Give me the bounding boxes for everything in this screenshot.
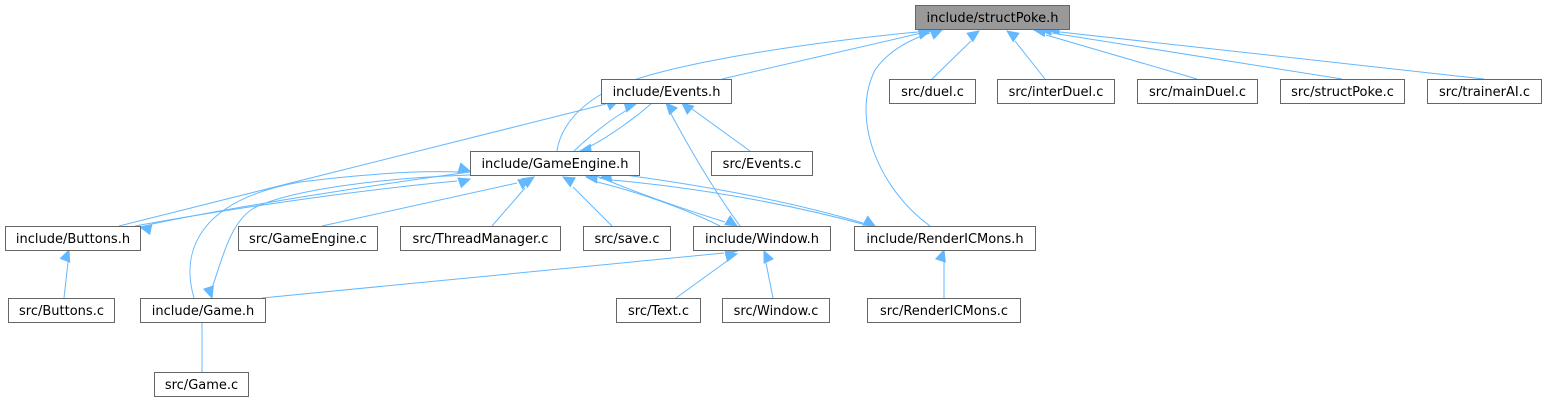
node-label: src/interDuel.c [1009,85,1104,100]
node-label: src/GameEngine.c [249,232,367,247]
node-label: include/Buttons.h [16,232,130,247]
edge-events_h-to-structPoke_h [721,28,932,80]
edge-events_h-to-gameEngine_h [578,102,653,156]
node-label: src/Game.c [165,378,238,393]
edge-buttons_h-to-gameEngine_h [134,177,472,227]
node-interDuel-c[interactable]: src/interDuel.c [997,79,1115,104]
node-window-c[interactable]: src/Window.c [722,298,830,323]
edge-window_c-to-window_h [763,249,775,299]
edge-gameEngine_h-to-window_h [593,174,739,227]
node-structPoke-c[interactable]: src/structPoke.c [1280,79,1405,104]
edge-renderICMons_c-to-renderICMons_h [934,248,946,298]
node-renderICMons-h[interactable]: include/RenderICMons.h [854,226,1036,251]
node-label: src/Buttons.c [19,304,104,319]
node-label: src/Text.c [628,304,689,319]
edge-buttons_c-to-buttons_h [59,248,71,299]
edge-trainerAI_c-to-structPoke_h [1046,23,1485,80]
node-label: src/Events.c [723,157,802,172]
node-structPoke-h[interactable]: include/structPoke.h [915,5,1070,30]
node-threadManager-c[interactable]: src/ThreadManager.c [400,226,561,251]
node-label: src/structPoke.c [1291,85,1394,100]
edge-text_c-to-window_h [675,250,739,299]
node-label: include/GameEngine.h [481,157,628,172]
node-text-c[interactable]: src/Text.c [616,298,701,323]
edge-threadManager_c-to-gameEngine_h [491,176,536,227]
node-save-c[interactable]: src/save.c [583,226,671,251]
edge-gameEngine_c-to-gameEngine_h [321,178,532,227]
edge-game_h-to-window_h [261,244,739,299]
edge-game_h-to-gameEngine_h [189,162,472,299]
node-trainerAI-c[interactable]: src/trainerAI.c [1427,79,1542,104]
edge-save_c-to-gameEngine_h [561,176,613,227]
edge-events_c-to-events_h [681,102,751,152]
edge-window_h-to-events_h [665,102,741,227]
edge-interDuel_c-to-structPoke_h [1006,30,1046,80]
node-events-c[interactable]: src/Events.c [711,151,813,176]
node-label: src/Window.c [734,304,819,319]
node-label: src/trainerAI.c [1439,85,1530,100]
node-label: src/RenderICMons.c [880,304,1008,319]
edge-renderICMons_h-to-structPoke_h [865,29,944,227]
node-window-h[interactable]: include/Window.h [693,226,831,251]
node-label: src/mainDuel.c [1149,85,1246,100]
edge-duel_c-to-structPoke_h [931,30,980,80]
node-renderICMons-c[interactable]: src/RenderICMons.c [867,298,1021,323]
node-mainDuel-c[interactable]: src/mainDuel.c [1137,79,1258,104]
node-label: src/duel.c [901,85,964,100]
node-label: include/RenderICMons.h [866,232,1023,247]
node-gameEngine-c[interactable]: src/GameEngine.c [238,226,378,251]
node-buttons-h[interactable]: include/Buttons.h [5,226,141,251]
nodes-layer: include/structPoke.h include/Events.h src/… [5,5,1542,397]
edge-gameEngine_h-to-renderICMons_h [624,174,877,227]
node-label: include/Window.h [705,232,819,247]
node-label: include/Events.h [613,85,721,100]
node-game-h[interactable]: include/Game.h [140,298,266,323]
node-label: src/save.c [594,232,659,247]
node-label: src/ThreadManager.c [413,232,549,247]
edge-gameEngine_h-to-game_h [202,174,471,300]
node-label: include/structPoke.h [927,11,1059,26]
edge-window_h-to-gameEngine_h [584,172,721,227]
node-gameEngine-h[interactable]: include/GameEngine.h [470,151,640,176]
node-game-c[interactable]: src/Game.c [154,372,249,397]
node-buttons-c[interactable]: src/Buttons.c [8,298,115,323]
edge-structPoke_c-to-structPoke_h [1038,24,1343,80]
edges-layer [59,23,1485,372]
edge-renderICMons_h-to-gameEngine_h [598,170,871,227]
node-label: include/Game.h [152,304,255,319]
node-duel-c[interactable]: src/duel.c [889,79,976,104]
node-events-h[interactable]: include/Events.h [601,79,732,104]
